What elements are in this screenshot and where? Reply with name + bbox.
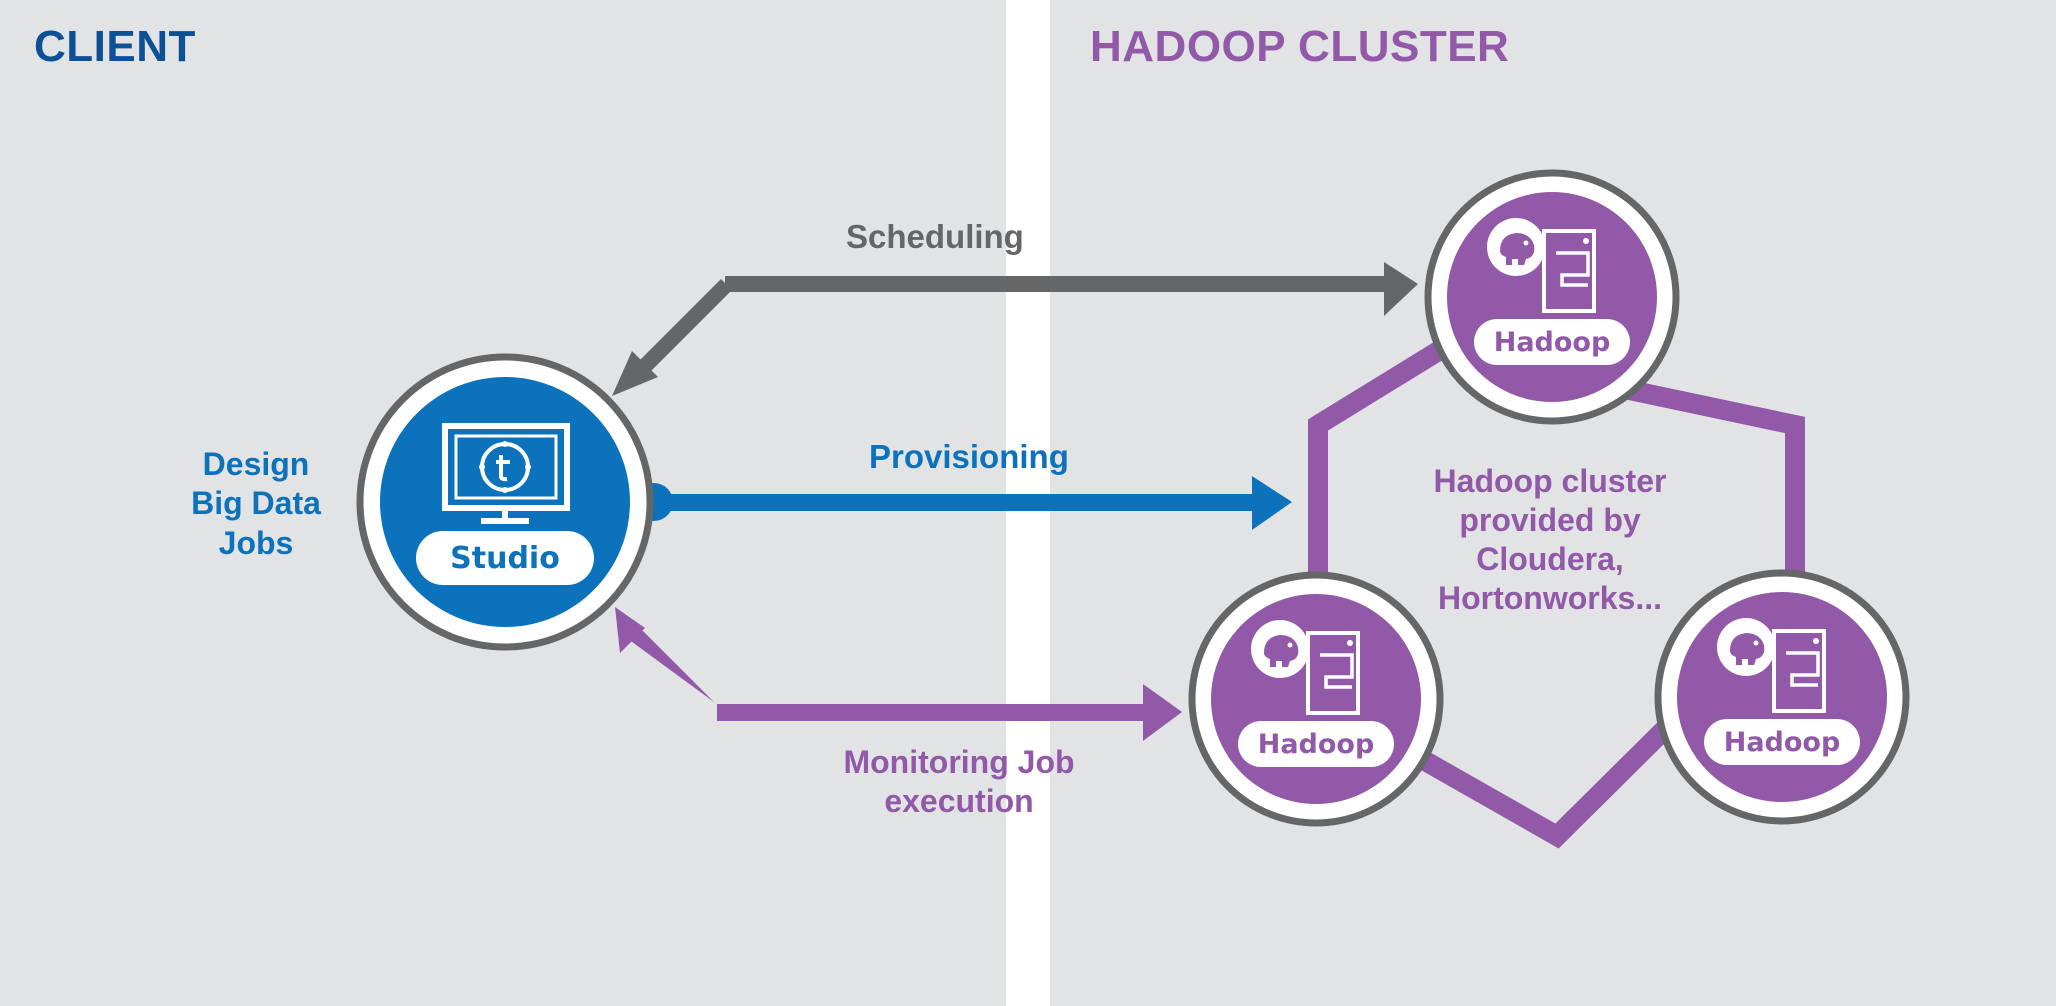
- hadoop-node-top[interactable]: Hadoop: [1424, 169, 1680, 425]
- hadoop-label: Hadoop: [1494, 327, 1611, 358]
- monitor-icon: [442, 423, 570, 524]
- elephant-icon: [1251, 620, 1309, 678]
- studio-caption-line2: Big Data: [191, 485, 321, 521]
- monitoring-arrow: [615, 607, 1182, 741]
- hadoop-node-right[interactable]: Hadoop: [1654, 569, 1910, 825]
- provisioning-arrow: [635, 476, 1292, 530]
- monitoring-label-line2: execution: [884, 783, 1033, 819]
- provisioning-label: Provisioning: [869, 438, 1069, 475]
- scheduling-label: Scheduling: [846, 218, 1024, 255]
- hadoop-label-pill: [1238, 721, 1394, 767]
- server-icon: [1306, 631, 1360, 715]
- hadoop-cluster-heading: HADOOP CLUSTER: [1090, 22, 1510, 71]
- monitoring-label-line1: Monitoring Job: [843, 744, 1074, 780]
- cluster-caption-line1: Hadoop cluster: [1434, 463, 1667, 499]
- hadoop-label: Hadoop: [1258, 729, 1375, 760]
- hadoop-label: Hadoop: [1724, 727, 1841, 758]
- cluster-hexagon: [1308, 340, 1805, 849]
- cluster-caption-line3: Cloudera,: [1476, 541, 1624, 577]
- hadoop-node-left[interactable]: Hadoop: [1188, 571, 1444, 827]
- cluster-caption-line2: provided by: [1459, 502, 1641, 538]
- client-heading: CLIENT: [34, 22, 196, 71]
- hadoop-label-pill: [1474, 319, 1630, 365]
- server-icon: [1772, 629, 1826, 713]
- hadoop-label-pill: [1704, 719, 1860, 765]
- studio-caption-line3: Jobs: [219, 525, 294, 561]
- elephant-icon: [1717, 618, 1775, 676]
- studio-caption-line1: Design: [203, 446, 310, 482]
- server-icon: [1542, 229, 1596, 313]
- studio-node[interactable]: Studio: [356, 353, 654, 651]
- cluster-caption-line4: Hortonworks...: [1438, 580, 1662, 616]
- elephant-icon: [1487, 218, 1545, 276]
- studio-label: Studio: [450, 541, 560, 576]
- scheduling-arrow: [612, 262, 1418, 396]
- studio-label-pill: [416, 531, 594, 585]
